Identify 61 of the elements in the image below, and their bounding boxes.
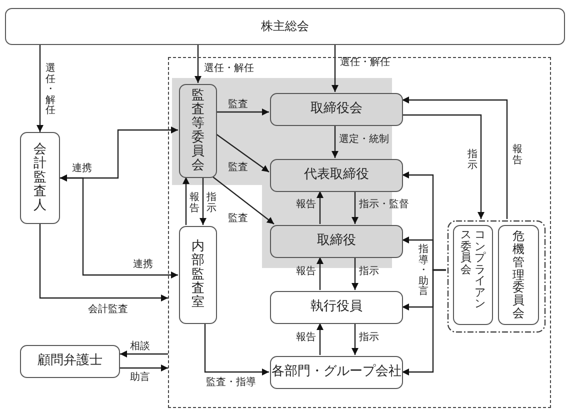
edge-label: 指示 xyxy=(206,193,216,214)
edge-label: 指示 xyxy=(359,332,379,343)
edge-label: 連携 xyxy=(133,259,153,270)
arrow xyxy=(402,114,484,219)
edge-label: 選任・解任 xyxy=(45,64,56,116)
edge-label: 連携 xyxy=(72,163,92,174)
edge-label: 報告 xyxy=(296,332,316,343)
edge-label: 指導・助言 xyxy=(418,245,428,298)
org-box: 取締役会 xyxy=(270,93,403,126)
org-box: 取締役 xyxy=(270,225,403,258)
arrow xyxy=(216,108,269,116)
arrow xyxy=(352,257,358,290)
org-box: 内部監査室 xyxy=(179,226,217,324)
arrow xyxy=(332,125,338,158)
arrow xyxy=(200,177,206,225)
edge-label: 報告 xyxy=(189,193,200,214)
edge-label: 監査 xyxy=(228,99,248,110)
arrow xyxy=(352,191,358,224)
edge-label: 選定・統制 xyxy=(339,134,389,145)
edge-label: 報告 xyxy=(296,199,316,210)
arrow xyxy=(212,176,274,224)
arrow xyxy=(352,323,358,355)
edge-label: 指示・監督 xyxy=(359,199,409,210)
org-box: 会計監査人 xyxy=(20,132,60,224)
org-box: 監査等委員会 xyxy=(179,84,217,178)
arrow xyxy=(216,134,270,172)
arrow xyxy=(39,224,168,302)
company-boundary xyxy=(168,57,551,408)
edge-label: 指示 xyxy=(359,266,379,277)
edge-label: 監査 xyxy=(228,213,248,224)
arrow xyxy=(402,96,508,219)
edge-label: 報告 xyxy=(296,266,316,277)
committee-group xyxy=(447,220,546,333)
edge-label: 指示 xyxy=(467,150,478,171)
arrow xyxy=(36,45,44,132)
arrow xyxy=(402,269,446,376)
org-box: 代表取締役 xyxy=(270,159,403,192)
arrow xyxy=(194,45,202,83)
org-box: 各部門・グループ会社 xyxy=(270,356,403,389)
org-box: 執行役員 xyxy=(270,291,403,324)
org-box: 顧問弁護士 xyxy=(20,345,120,378)
arrow xyxy=(120,350,168,358)
edge-label: 監査 xyxy=(228,162,248,173)
arrow xyxy=(332,45,338,92)
edge-label: 選任・解任 xyxy=(340,57,390,68)
edge-label: 監査・指導 xyxy=(206,377,256,388)
arrow xyxy=(182,177,190,225)
arrow xyxy=(316,191,324,224)
arrow xyxy=(60,174,178,278)
arrow xyxy=(120,364,168,372)
arrow xyxy=(316,323,324,355)
edge-label: 助言 xyxy=(130,372,150,383)
edge-label: 相談 xyxy=(130,341,150,352)
arrow xyxy=(316,257,324,290)
edge-label: 会計監査 xyxy=(88,304,128,315)
org-box: 株主総会 xyxy=(5,8,565,45)
edge-label: 選任・解任 xyxy=(204,63,254,74)
edge-label: 報告 xyxy=(512,145,522,166)
org-box: 危機管理委員会 xyxy=(498,225,539,325)
org-box: コンプライアンス委員会 xyxy=(453,225,493,325)
arrow xyxy=(204,323,269,376)
